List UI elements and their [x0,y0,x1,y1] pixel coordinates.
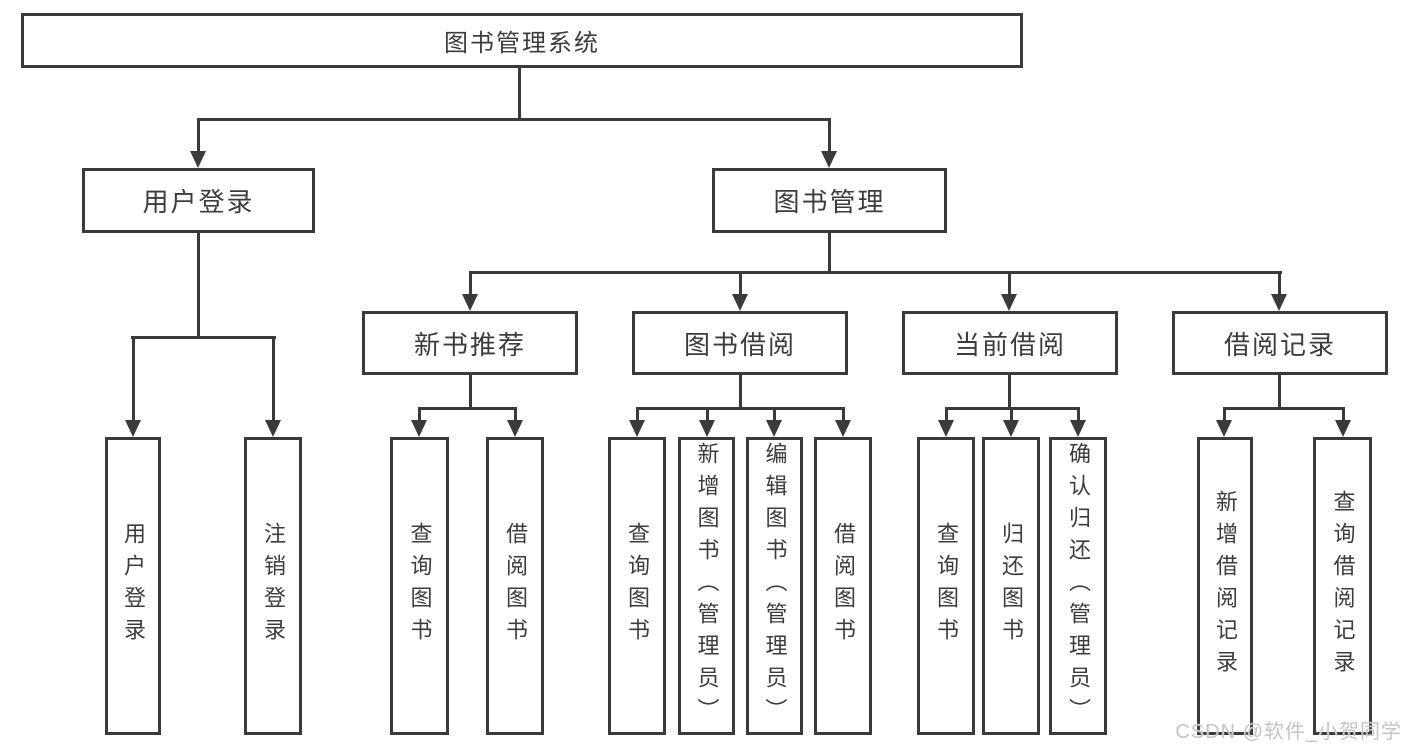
node-root-label: 图书管理系统 [444,30,600,57]
connector-to-new-book-rec [469,271,472,294]
leaf-borrow-book-2: 借阅图书 [814,437,872,735]
node-borrow-records-label: 借阅记录 [1223,329,1336,360]
node-book-borrow: 图书借阅 [632,311,848,375]
leaf-query-book-2-label: 查询图书 [625,522,650,650]
connector-book-borrow-stem [739,375,742,407]
arrowhead-leaf-add-book [699,420,715,437]
node-user-login: 用户登录 [82,168,315,233]
arrowhead-leaf-query-book-1 [411,420,427,437]
connector-new-book-rec-rail [418,407,517,410]
arrowhead-book-mgmt [821,151,837,168]
connector-to-leaf-user-login [132,336,135,420]
leaf-edit-book: 编辑图书（管理员） [746,437,803,735]
node-book-mgmt-label: 图书管理 [773,187,886,217]
leaf-add-book-label: 新增图书（管理员） [694,442,720,730]
leaf-user-login: 用户登录 [105,437,161,735]
leaf-logout-label: 注销登录 [261,522,286,650]
connector-to-leaf-logout [272,336,275,420]
leaf-query-book-1-label: 查询图书 [407,522,433,650]
leaf-return-book: 归还图书 [982,437,1040,735]
connector-to-leaf-query-book-2 [636,407,639,420]
connector-to-leaf-borrow-book-1 [514,407,517,420]
connector-book-mgmt-stem [828,233,831,271]
arrowhead-new-book-rec [462,294,478,311]
arrowhead-leaf-confirm-return [1070,420,1086,437]
connector-to-leaf-borrow-book-2 [842,407,845,420]
node-current-borrow-label: 当前借阅 [953,329,1066,360]
leaf-borrow-book-1-label: 借阅图书 [503,522,528,650]
arrowhead-borrow-records [1271,294,1287,311]
connector-root-stem [518,68,521,118]
arrowhead-leaf-logout [265,420,281,437]
leaf-query-book-3-label: 查询图书 [934,522,959,650]
node-user-login-label: 用户登录 [142,187,255,217]
connector-to-book-borrow [739,271,742,294]
arrowhead-book-borrow [732,294,748,311]
connector-to-user-login [197,118,200,151]
leaf-confirm-return: 确认归还（管理员） [1049,437,1107,735]
connector-borrow-records-stem [1278,375,1281,407]
leaf-logout: 注销登录 [244,437,302,735]
arrowhead-user-login [190,151,206,168]
connector-new-book-rec-stem [469,375,472,407]
arrowhead-leaf-query-record [1335,420,1351,437]
arrowhead-leaf-user-login [125,420,141,437]
connector-level2-rail [469,271,1282,274]
connector-to-leaf-add-book [706,407,709,420]
leaf-add-record: 新增借阅记录 [1197,437,1253,735]
connector-user-login-rail [131,336,276,339]
arrowhead-current-borrow [1001,294,1017,311]
connector-to-leaf-return-book [1010,407,1013,420]
leaf-query-book-2: 查询图书 [608,437,666,735]
leaf-add-record-label: 新增借阅记录 [1213,490,1238,682]
arrowhead-leaf-query-book-3 [938,420,954,437]
csdn-watermark: CSDN @软件_小贺同学 [1175,721,1402,743]
connector-level1-rail [197,118,831,121]
arrowhead-leaf-return-book [1003,420,1019,437]
leaf-user-login-label: 用户登录 [121,522,146,650]
node-borrow-records: 借阅记录 [1172,311,1388,375]
leaf-borrow-book-2-label: 借阅图书 [831,522,856,650]
connector-to-leaf-add-record [1223,407,1226,420]
leaf-confirm-return-label: 确认归还（管理员） [1066,442,1091,730]
connector-to-current-borrow [1008,271,1011,294]
leaf-query-record: 查询借阅记录 [1313,437,1372,735]
node-new-book-rec-label: 新书推荐 [413,329,526,360]
connector-book-borrow-rail [636,407,845,410]
arrowhead-leaf-borrow-book-1 [507,420,523,437]
leaf-query-book-3: 查询图书 [917,437,975,735]
connector-to-leaf-confirm-return [1077,407,1080,420]
leaf-borrow-book-1: 借阅图书 [486,437,544,735]
arrowhead-leaf-borrow-book-2 [835,420,851,437]
node-book-mgmt: 图书管理 [712,168,947,233]
arrowhead-leaf-add-record [1216,420,1232,437]
connector-borrow-records-rail [1223,407,1345,410]
leaf-add-book: 新增图书（管理员） [678,437,735,735]
connector-to-leaf-query-book-1 [418,407,421,420]
node-book-borrow-label: 图书借阅 [683,329,796,360]
connector-to-book-mgmt [828,118,831,151]
arrowhead-leaf-edit-book [766,420,782,437]
arrowhead-leaf-query-book-2 [629,420,645,437]
connector-to-leaf-query-record [1342,407,1345,420]
connector-to-leaf-edit-book [773,407,776,420]
node-root: 图书管理系统 [21,13,1023,68]
connector-to-borrow-records [1278,271,1281,294]
connector-current-borrow-stem [1008,375,1011,407]
node-current-borrow: 当前借阅 [902,311,1118,375]
leaf-edit-book-label: 编辑图书（管理员） [762,442,788,730]
leaf-query-book-1: 查询图书 [390,437,449,735]
connector-to-leaf-query-book-3 [945,407,948,420]
connector-user-login-stem [197,233,200,336]
leaf-return-book-label: 归还图书 [999,522,1024,650]
node-new-book-rec: 新书推荐 [362,311,578,375]
leaf-query-record-label: 查询借阅记录 [1330,490,1356,682]
